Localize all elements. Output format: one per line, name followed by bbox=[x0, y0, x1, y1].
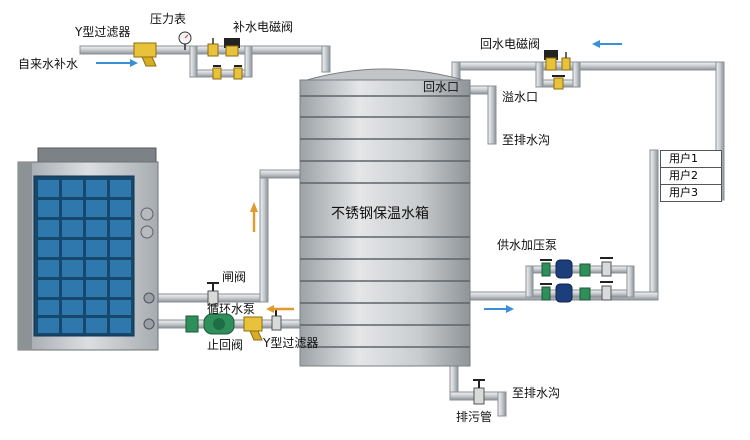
pressure-gauge-icon bbox=[178, 31, 192, 50]
pipe-makeup-main bbox=[79, 45, 331, 55]
pipe-makeup-bypass-left bbox=[189, 45, 198, 78]
flow-arrows bbox=[96, 40, 622, 313]
check-valve-icon bbox=[185, 315, 199, 333]
pipe-return-top bbox=[451, 61, 725, 71]
label-check-valve: 止回阀 bbox=[207, 338, 244, 352]
user-2-box: 用户2 bbox=[660, 167, 722, 185]
tank-body bbox=[299, 79, 471, 367]
pipe-makeup-down bbox=[321, 45, 331, 73]
unit-knob-lower bbox=[140, 225, 154, 239]
arrow-city-water-icon bbox=[96, 59, 138, 67]
arrow-supply-out-icon bbox=[484, 305, 514, 313]
label-sewage-pipe: 排污管 bbox=[456, 410, 493, 424]
label-makeup-valve: 补水电磁阀 bbox=[233, 20, 294, 34]
unit-side bbox=[18, 162, 32, 350]
makeup-gate-valve-icon bbox=[207, 38, 219, 57]
makeup-bypass-valve-right-icon bbox=[233, 65, 243, 80]
arrow-circ-left-icon bbox=[266, 305, 294, 313]
heat-pump-unit bbox=[17, 147, 159, 351]
pipe-return-bypass-r bbox=[572, 61, 581, 88]
pipe-hot-up-h2 bbox=[259, 169, 303, 179]
label-overflow: 溢水口 bbox=[502, 90, 539, 104]
tank-roof bbox=[299, 68, 471, 83]
user-1-box: 用户1 bbox=[660, 150, 722, 168]
user-3-label: 用户3 bbox=[669, 186, 698, 199]
return-solenoid-valve-icon bbox=[544, 50, 558, 71]
return-gate-valve-icon bbox=[561, 52, 571, 71]
pipe-hot-up-v bbox=[259, 169, 269, 303]
label-pressure-gauge: 压力表 bbox=[150, 12, 187, 26]
y-filter-bottom-icon bbox=[243, 316, 263, 341]
unit-port-upper bbox=[143, 292, 155, 304]
pipe-sewage-out bbox=[497, 391, 507, 417]
label-circ-pump: 循环水泵 bbox=[207, 302, 256, 316]
label-gate-valve: 闸阀 bbox=[222, 270, 247, 284]
sewage-valve-icon bbox=[473, 379, 485, 405]
gate-valve-icon bbox=[207, 282, 219, 306]
return-bypass-valve-icon bbox=[552, 75, 565, 90]
label-y-filter-bottom: Y型过滤器 bbox=[263, 336, 319, 350]
booster-pump-upper-icon bbox=[540, 257, 613, 279]
arrow-return-top-icon bbox=[592, 40, 622, 48]
label-city-water: 自来水补水 bbox=[18, 57, 79, 71]
arrow-hot-up-icon bbox=[250, 202, 258, 232]
tank-bands bbox=[300, 95, 470, 348]
pipe-user-riser bbox=[649, 149, 659, 299]
unit-grille bbox=[38, 180, 131, 333]
pipe-return-bypass-l bbox=[535, 61, 544, 88]
pipe-pump-right-v bbox=[626, 265, 635, 298]
label-return-valve: 回水电磁阀 bbox=[480, 37, 541, 51]
makeup-solenoid-valve-icon bbox=[224, 38, 240, 57]
unit-port-lower bbox=[143, 318, 155, 330]
storage-tank bbox=[299, 68, 471, 367]
pipe-pump-left-v bbox=[525, 265, 534, 298]
unit-knob-upper bbox=[140, 207, 154, 221]
pipe-overflow-down bbox=[487, 85, 497, 145]
booster-pump-lower-icon bbox=[540, 281, 613, 303]
user-1-label: 用户1 bbox=[669, 152, 698, 165]
label-booster-pump: 供水加压泵 bbox=[497, 238, 558, 252]
makeup-bypass-valve-left-icon bbox=[212, 65, 222, 80]
user-3-box: 用户3 bbox=[660, 184, 722, 202]
label-to-drain-top: 至排水沟 bbox=[502, 133, 551, 147]
label-return-inlet: 回水口 bbox=[423, 80, 460, 94]
label-to-drain-bottom: 至排水沟 bbox=[512, 386, 561, 400]
circulation-pump-icon bbox=[203, 313, 235, 335]
y-filter-top-icon bbox=[133, 42, 157, 67]
tank-title: 不锈钢保温水箱 bbox=[331, 206, 429, 222]
user-2-label: 用户2 bbox=[669, 169, 698, 182]
pipe-makeup-bypass-right bbox=[244, 45, 253, 78]
label-y-filter-top: Y型过滤器 bbox=[75, 25, 131, 39]
